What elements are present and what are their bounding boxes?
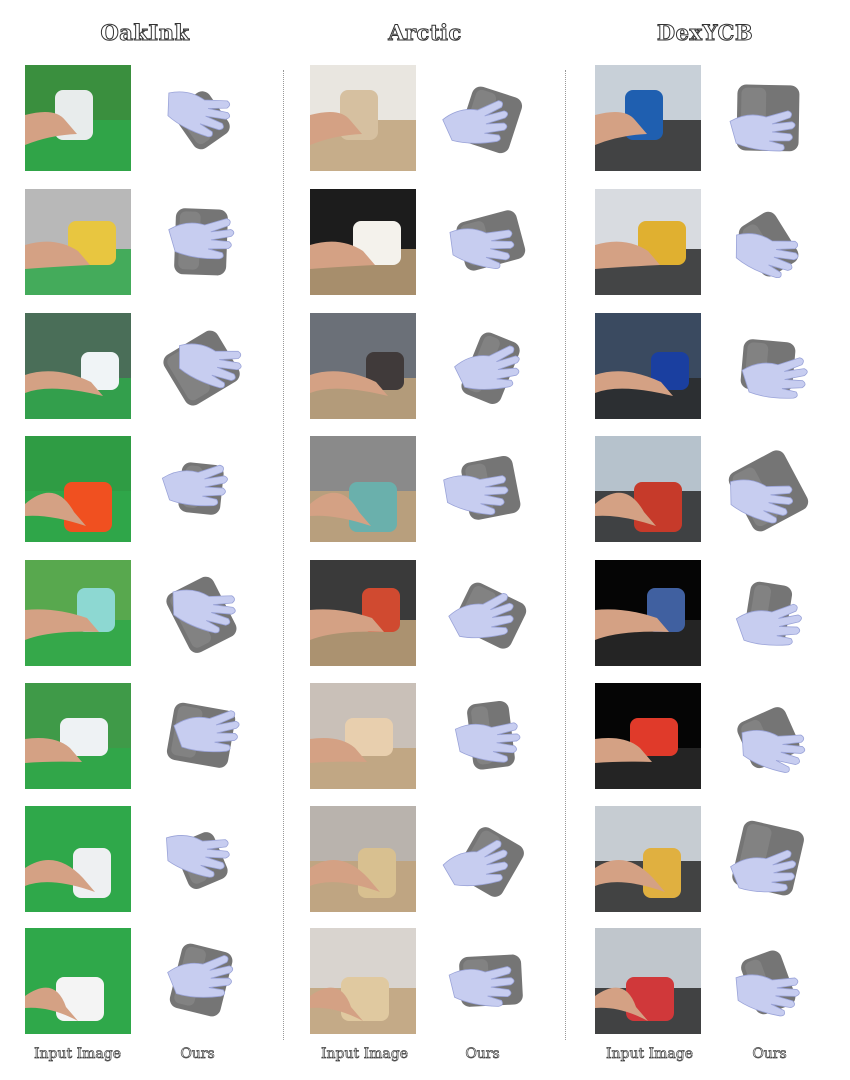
reconstruction-dexycb-row-2: [712, 189, 832, 295]
reconstruction-arctic-row-2: [425, 189, 545, 295]
column-separator: [565, 70, 566, 1040]
input-image-arctic-row-5: [310, 560, 416, 666]
reconstruction-dexycb-row-7: [712, 806, 832, 912]
input-image-arctic-row-7: [310, 806, 416, 912]
reconstruction-arctic-row-1: [425, 65, 545, 171]
input-image-arctic-row-4: [310, 436, 416, 542]
input-image-dexycb-row-8: [595, 928, 701, 1034]
input-image-dexycb-row-2: [595, 189, 701, 295]
input-image-arctic-row-8: [310, 928, 416, 1034]
footer-input-image-arctic: Input Image: [320, 1046, 409, 1063]
input-image-arctic-row-3: [310, 313, 416, 419]
column-header-arctic: Arctic: [388, 20, 462, 46]
footer-input-image-oakink: Input Image: [33, 1046, 122, 1063]
input-image-dexycb-row-5: [595, 560, 701, 666]
input-image-arctic-row-6: [310, 683, 416, 789]
input-image-oakink-row-3: [25, 313, 131, 419]
input-image-dexycb-row-1: [595, 65, 701, 171]
reconstruction-arctic-row-4: [425, 436, 545, 542]
reconstruction-arctic-row-6: [425, 683, 545, 789]
reconstruction-arctic-row-7: [425, 806, 545, 912]
reconstruction-dexycb-row-3: [712, 313, 832, 419]
reconstruction-oakink-row-3: [145, 313, 265, 419]
column-header-oakink: OakInk: [100, 20, 190, 46]
footer-ours-arctic: Ours: [465, 1046, 500, 1063]
column-header-dexycb: DexYCB: [656, 20, 754, 46]
reconstruction-oakink-row-6: [145, 683, 265, 789]
reconstruction-oakink-row-7: [145, 806, 265, 912]
input-image-dexycb-row-7: [595, 806, 701, 912]
input-image-oakink-row-4: [25, 436, 131, 542]
reconstruction-oakink-row-5: [145, 560, 265, 666]
reconstruction-oakink-row-8: [145, 928, 265, 1034]
footer-input-image-dexycb: Input Image: [605, 1046, 694, 1063]
reconstruction-dexycb-row-4: [712, 436, 832, 542]
reconstruction-arctic-row-8: [425, 928, 545, 1034]
reconstruction-dexycb-row-8: [712, 928, 832, 1034]
reconstruction-dexycb-row-1: [712, 65, 832, 171]
input-image-oakink-row-1: [25, 65, 131, 171]
input-image-oakink-row-2: [25, 189, 131, 295]
input-image-dexycb-row-4: [595, 436, 701, 542]
input-image-oakink-row-6: [25, 683, 131, 789]
reconstruction-oakink-row-4: [145, 436, 265, 542]
footer-ours-oakink: Ours: [180, 1046, 215, 1063]
footer-ours-dexycb: Ours: [752, 1046, 787, 1063]
input-image-oakink-row-8: [25, 928, 131, 1034]
column-separator: [283, 70, 284, 1040]
reconstruction-oakink-row-2: [145, 189, 265, 295]
input-image-arctic-row-1: [310, 65, 416, 171]
reconstruction-arctic-row-5: [425, 560, 545, 666]
reconstruction-oakink-row-1: [145, 65, 265, 171]
input-image-oakink-row-7: [25, 806, 131, 912]
input-image-dexycb-row-3: [595, 313, 701, 419]
reconstruction-dexycb-row-5: [712, 560, 832, 666]
input-image-arctic-row-2: [310, 189, 416, 295]
reconstruction-dexycb-row-6: [712, 683, 832, 789]
input-image-oakink-row-5: [25, 560, 131, 666]
input-image-dexycb-row-6: [595, 683, 701, 789]
reconstruction-arctic-row-3: [425, 313, 545, 419]
